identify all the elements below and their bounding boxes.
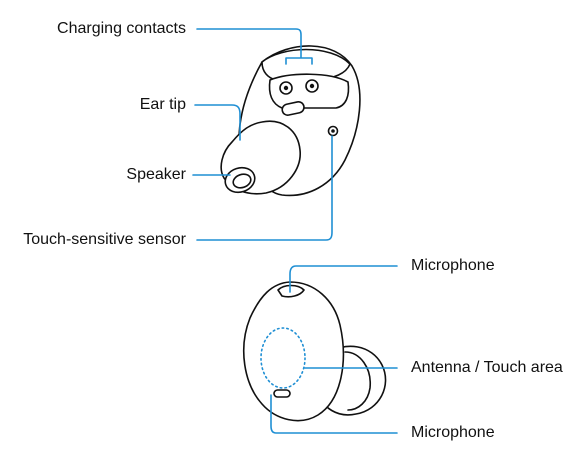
- callout-charging-contacts: [196, 28, 313, 65]
- earbud-vent: [281, 101, 305, 116]
- label-ear-tip: Ear tip: [139, 96, 186, 113]
- outer-ear-tip-rim: [344, 351, 371, 411]
- bottom-microphone: [273, 389, 291, 398]
- callout-ear-tip: [194, 104, 241, 141]
- callout-lines: [192, 28, 398, 434]
- label-microphone-top: Microphone: [411, 257, 495, 274]
- top-mic-notch: [277, 284, 305, 298]
- label-charging-contacts: Charging contacts: [57, 20, 186, 37]
- earbud-side-view: [220, 45, 361, 197]
- touch-sensor-dot-inner: [331, 129, 335, 133]
- label-touch-sensitive-sensor: Touch-sensitive sensor: [23, 231, 186, 248]
- label-microphone-bottom: Microphone: [411, 424, 495, 441]
- callout-microphone-top: [289, 265, 398, 293]
- charging-contact-left-inner: [283, 85, 289, 91]
- earbud-top-band: [261, 48, 351, 81]
- label-speaker: Speaker: [126, 166, 186, 183]
- speaker-opening-inner: [232, 173, 252, 189]
- outer-body: [243, 281, 345, 422]
- label-antenna-touch-area: Antenna / Touch area: [411, 359, 563, 376]
- callout-microphone-bottom: [270, 394, 398, 434]
- callout-touch-sensor: [196, 135, 333, 241]
- antenna-touch-area: [260, 327, 306, 389]
- earbud-outer-view: [243, 281, 387, 422]
- charging-contact-right-inner: [309, 83, 315, 89]
